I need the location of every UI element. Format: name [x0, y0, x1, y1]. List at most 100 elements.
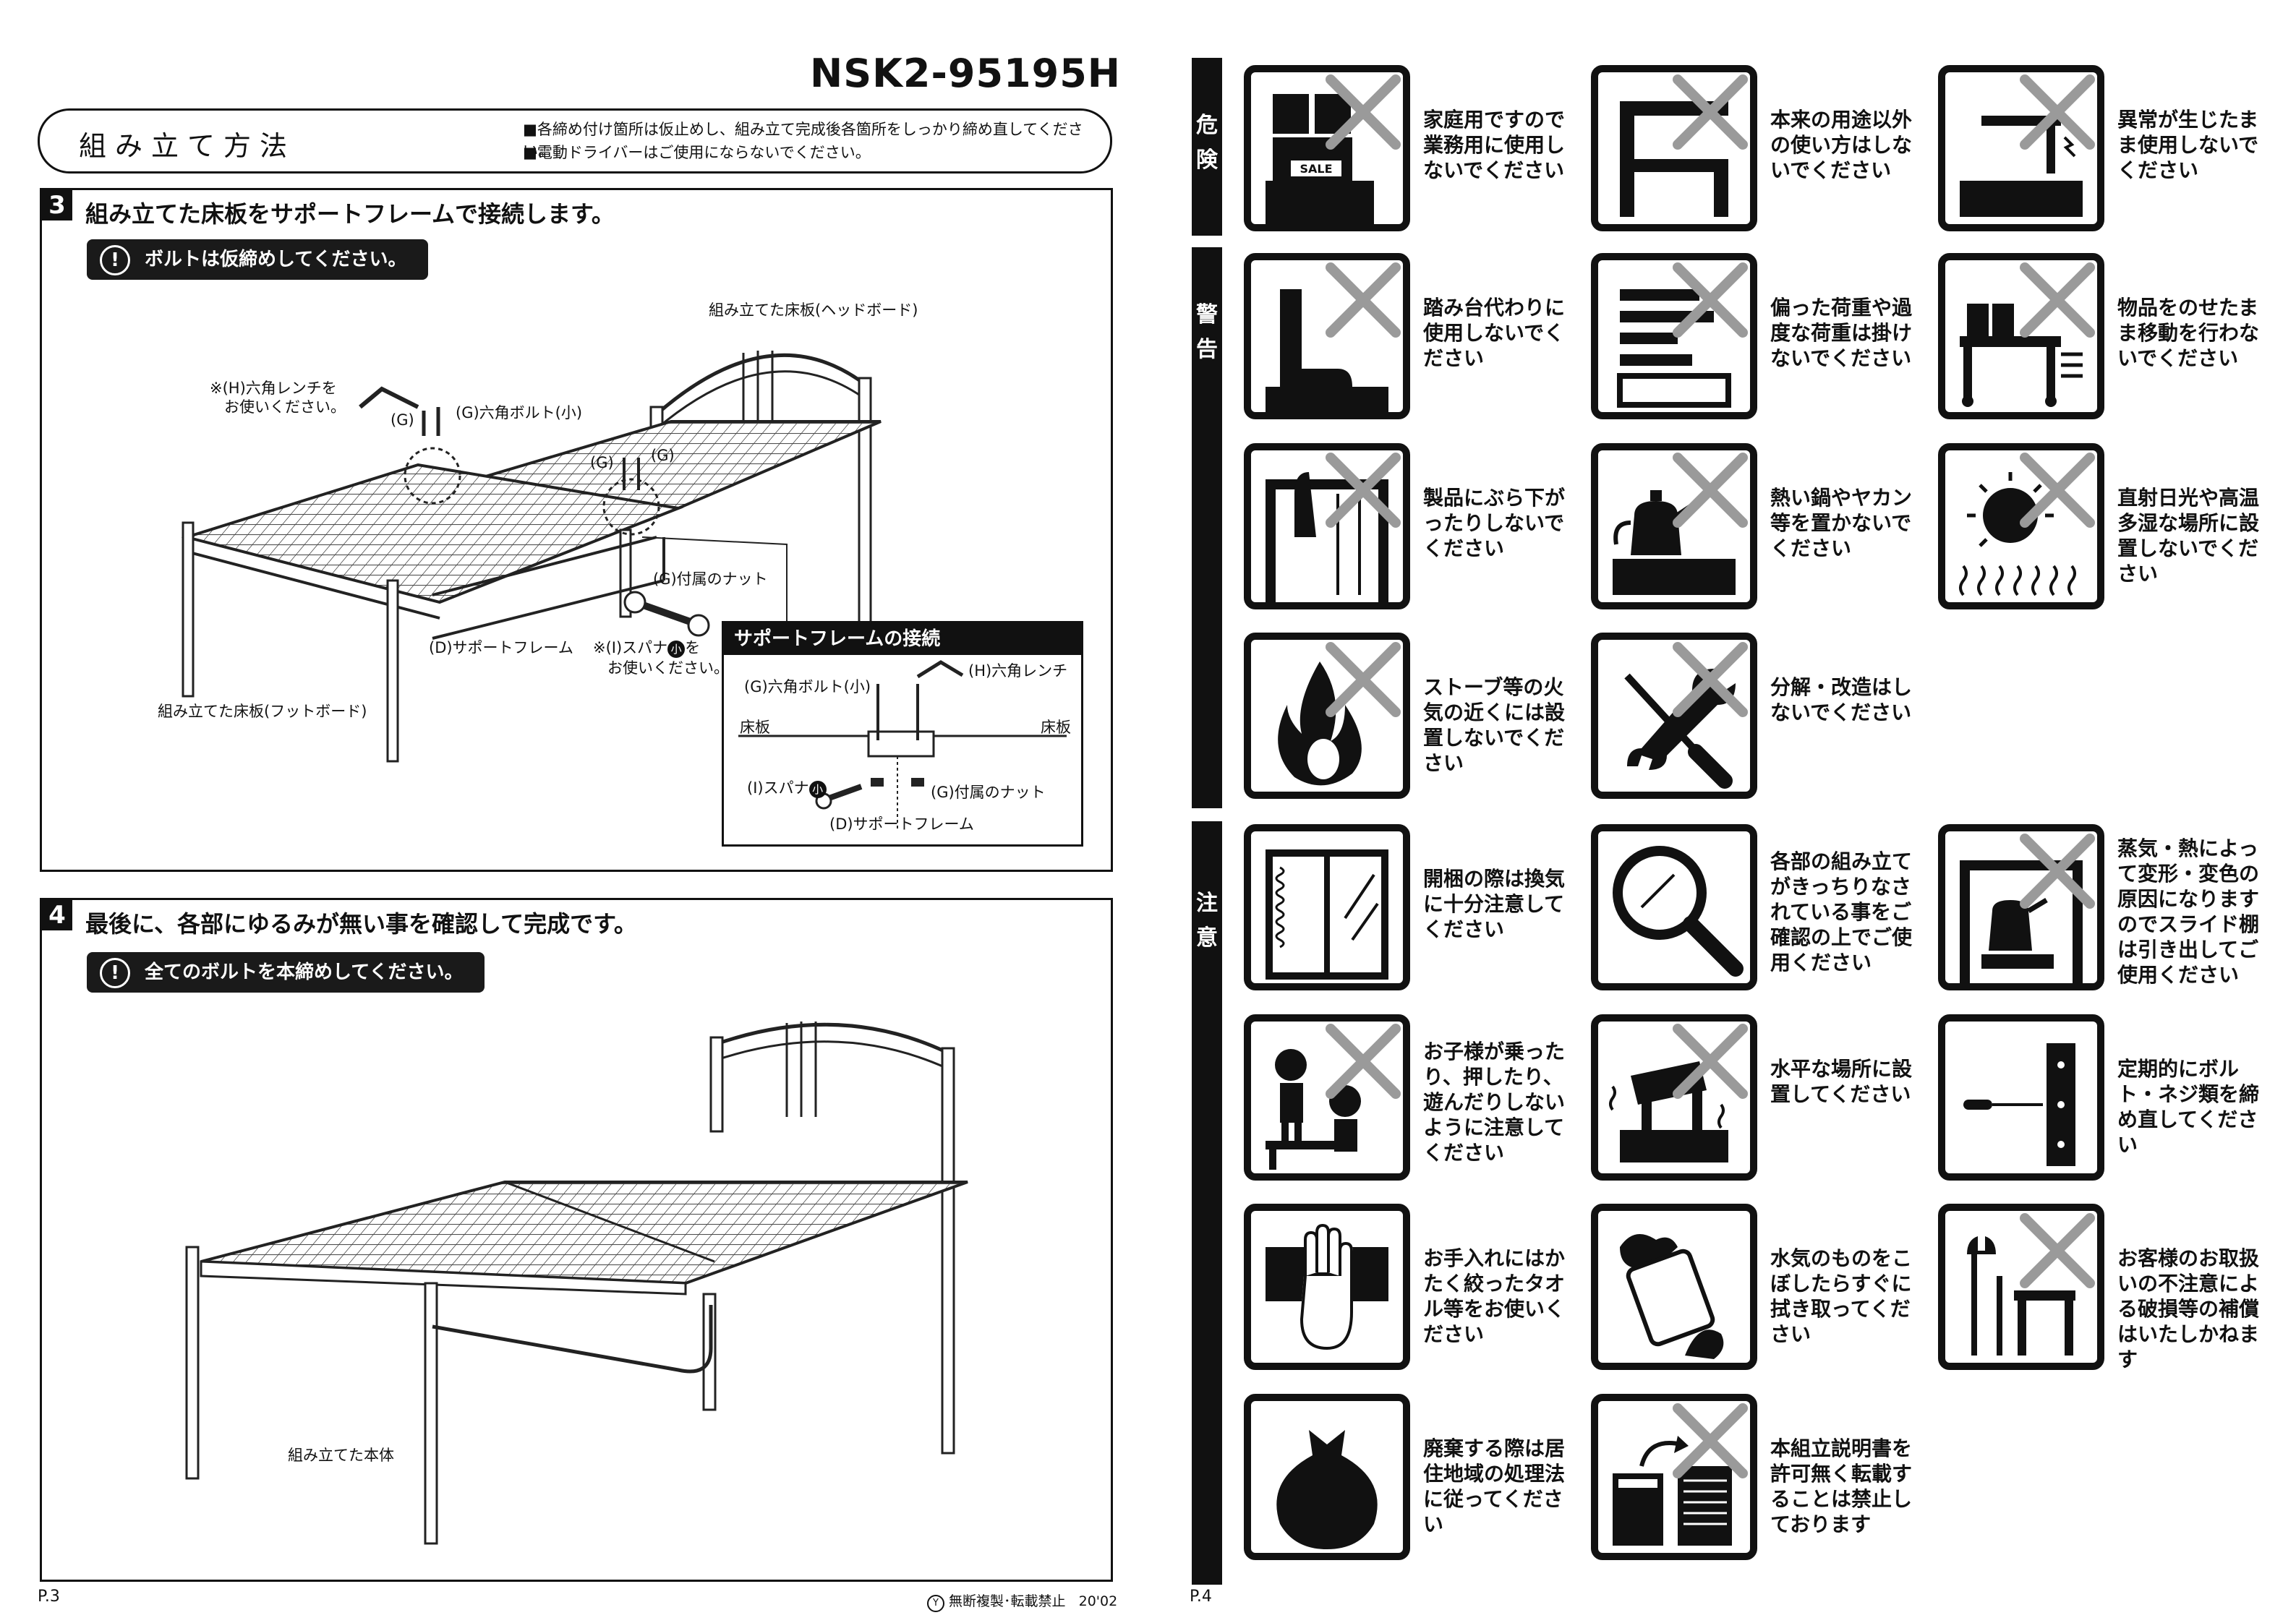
- move-loaded-icon: [1960, 262, 2095, 407]
- exclamation-icon: !: [100, 245, 130, 275]
- assembly-note-2: ■電動ドライバーはご使用にならないでください。: [523, 144, 871, 161]
- safety-icon-copy: [1591, 1394, 1757, 1560]
- label-headboard: 組み立てた床板(ヘッドボード): [709, 301, 918, 319]
- label-g-a: (G): [590, 454, 614, 471]
- ventilate-icon: [1266, 849, 1388, 980]
- safety-icon-level: [1591, 1014, 1757, 1181]
- assembly-note-1: ■各締め付け箇所は仮止めし、組み立て完成後各箇所をしっかり締め直してください。: [523, 121, 1083, 160]
- label-spanner-note-1b: を: [685, 639, 701, 656]
- safety-icon-children: [1244, 1014, 1410, 1181]
- sunlight-icon: [1959, 453, 2095, 596]
- disposal-icon: [1276, 1430, 1378, 1549]
- step-3-panel: 3 組み立てた床板をサポートフレームで接続します。 ! ボルトは仮締めしてくださ…: [40, 188, 1113, 872]
- modify-icon: [1624, 642, 1748, 789]
- inspect-icon: [1613, 846, 1744, 977]
- safety-icon-sunlight: [1938, 443, 2104, 609]
- caption-inspect: 各部の組み立てがきっちりなされている事をご確認の上でご使用ください: [1770, 849, 1913, 975]
- safety-icon-wipe: [1591, 1204, 1757, 1370]
- wipe-icon: [1620, 1234, 1724, 1359]
- caption-damage: お客様のお取扱いの不注意による破損等の補償はいたしかねます: [2117, 1246, 2260, 1371]
- caption-hang: 製品にぶら下がったりしないでください: [1423, 486, 1566, 560]
- caption-hot-pot: 熱い鍋やヤカン等を置かないでください: [1770, 486, 1913, 560]
- page-title: 組み立て方法: [79, 130, 296, 162]
- home-use-icon: SALE: [1266, 74, 1401, 224]
- caption-abnormal: 異常が生じたまま使用しないでください: [2117, 108, 2259, 182]
- label-wrench-note-1: ※(H)六角レンチを: [210, 380, 337, 397]
- safety-icon-ventilate: [1244, 824, 1410, 990]
- prohibition-cross-icon: [2020, 262, 2095, 338]
- retighten-icon: [1963, 1043, 2075, 1166]
- label-g-b: (G): [651, 447, 675, 464]
- support-frame-diagram: [738, 660, 1067, 828]
- safety-icon-abnormal: [1938, 65, 2104, 231]
- prohibition-cross-icon: [1326, 453, 1401, 528]
- step-4-title: 最後に、各部にゆるみが無い事を確認して完成です。: [85, 910, 637, 938]
- label-support-frame: (D)サポートフレーム: [429, 639, 573, 656]
- prohibition-cross-icon: [1326, 1024, 1401, 1099]
- damage-icon: [1967, 1213, 2095, 1356]
- cloth-icon: [1266, 1223, 1388, 1350]
- step-4-panel: 4 最後に、各部にゆるみが無い事を確認して完成です。 ! 全てのボルトを本締めし…: [40, 898, 1113, 1582]
- title-banner: 組み立て方法 ■各締め付け箇所は仮止めし、組み立て完成後各箇所をしっかり締め直し…: [38, 108, 1112, 174]
- label-completed-body: 組み立てた本体: [288, 1447, 394, 1464]
- caption-children: お子様が乗ったり、押したり、遊んだりしないように注意してください: [1423, 1040, 1566, 1165]
- other-use-icon: [1620, 74, 1748, 217]
- category-caution-label: 注意: [1196, 891, 1218, 951]
- prohibition-cross-icon: [2020, 453, 2095, 528]
- bed-assembly-illustration: [181, 351, 882, 763]
- inset-wrench-label: (H)六角レンチ: [968, 662, 1068, 680]
- prohibition-cross-icon: [1673, 262, 1748, 338]
- caption-wipe: 水気のものをこぼしたらすぐに拭き取ってください: [1770, 1246, 1913, 1346]
- prohibition-cross-icon: [1673, 74, 1748, 150]
- label-g: (G): [391, 411, 414, 429]
- caption-retighten: 定期的にボルト・ネジ類を締め直してください: [2117, 1057, 2260, 1157]
- model-number: NSK2-95195H: [810, 51, 1121, 96]
- label-bolt-small: (G)六角ボルト(小): [456, 404, 583, 421]
- caption-home-use: 家庭用ですので業務用に使用しないでください: [1423, 108, 1566, 182]
- completed-bed-illustration: [185, 1022, 968, 1545]
- caption-move-loaded: 物品をのせたまま移動を行わないでください: [2117, 296, 2260, 370]
- category-danger: 危険: [1192, 58, 1222, 236]
- step-3-warning: ! ボルトは仮締めしてください。: [87, 239, 429, 280]
- step-stool-icon: [1266, 262, 1401, 412]
- inset-title: サポートフレームの接続: [724, 623, 1081, 655]
- label-wrench-note-2: お使いください。: [224, 398, 346, 416]
- caption-cloth: お手入れにはかたく絞ったタオル等をお使いください: [1423, 1246, 1566, 1346]
- caption-stove: ストーブ等の火気の近くには設置しないでください: [1423, 675, 1566, 775]
- category-caution: 注意: [1192, 821, 1222, 1585]
- caption-ventilate: 開梱の際は換気に十分注意してください: [1423, 867, 1566, 941]
- caption-modify: 分解・改造はしないでください: [1770, 675, 1913, 724]
- prohibition-cross-icon: [1673, 453, 1748, 528]
- label-nut: (G)付属のナット: [653, 570, 768, 588]
- category-warning-label: 警告: [1196, 302, 1218, 362]
- copyright-date: 20'02: [1078, 1593, 1118, 1609]
- exclamation-icon: !: [100, 958, 130, 988]
- prohibition-cross-icon: [2020, 834, 2095, 909]
- prohibition-cross-icon: [1326, 74, 1401, 150]
- inset-bolt-label: (G)六角ボルト(小): [744, 678, 871, 695]
- stove-icon: [1278, 642, 1401, 786]
- prohibition-cross-icon: [2020, 74, 2095, 150]
- inset-floor-left: 床板: [740, 719, 770, 736]
- step-3-number: 3: [42, 190, 72, 220]
- safety-icon-hot-pot: [1591, 443, 1757, 609]
- step-4-warning: ! 全てのボルトを本締めしてください。: [87, 952, 485, 993]
- uneven-load-icon: [1617, 262, 1748, 408]
- safety-icon-hang: [1244, 443, 1410, 609]
- label-spanner-note-1: ※(I)スパナ: [593, 639, 668, 656]
- step-4-warning-text: 全てのボルトを本締めしてください。: [145, 962, 464, 983]
- prohibition-cross-icon: [1673, 1024, 1748, 1099]
- category-danger-label: 危険: [1196, 113, 1218, 173]
- safety-icon-inspect: [1591, 824, 1757, 990]
- small-mark-badge: 小: [808, 781, 827, 798]
- caption-level: 水平な場所に設置してください: [1770, 1057, 1913, 1106]
- copyright-text: 無断複製･転載禁止: [949, 1593, 1066, 1609]
- label-spanner-note: ※(I)スパナ小を: [593, 636, 700, 658]
- sale-sign: SALE: [1299, 162, 1332, 176]
- caption-steam: 蒸気・熱によって変形・変色の原因になりますのでスライド棚は引き出してご使用くださ…: [2117, 836, 2260, 987]
- page-number-left: P.3: [38, 1588, 60, 1606]
- safety-icon-other-use: [1591, 65, 1757, 231]
- copyright-mark: Y: [927, 1595, 944, 1612]
- label-spanner-note-2: お使いください。: [607, 659, 729, 677]
- children-icon: [1266, 1024, 1401, 1170]
